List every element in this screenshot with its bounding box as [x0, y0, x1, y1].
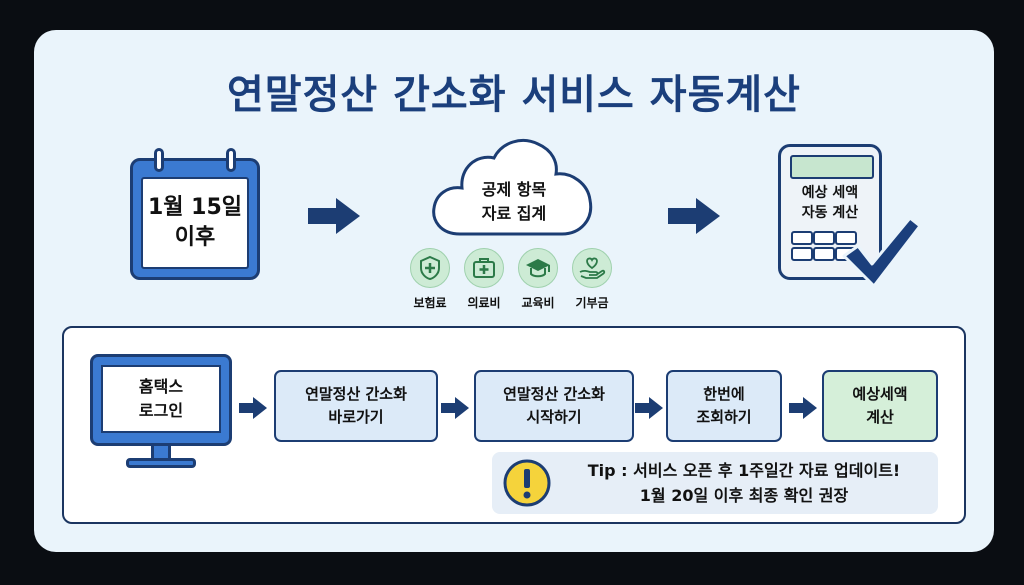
- monitor-icon: 홈택스 로그인: [90, 354, 232, 472]
- calculator-label-line2: 자동 계산: [801, 205, 859, 221]
- tip-line1: Tip : 서비스 오픈 후 1주일간 자료 업데이트!: [587, 461, 901, 480]
- calendar-ring-right: [226, 148, 236, 172]
- calendar-ring-left: [154, 148, 164, 172]
- monitor-neck: [151, 446, 171, 460]
- calculator-screen: [790, 155, 874, 179]
- monitor-screen: 홈택스 로그인: [101, 365, 221, 433]
- cloud-label-line2: 자료 집계: [481, 204, 547, 223]
- deduction-item: 기부금: [566, 248, 618, 311]
- step-line2: 시작하기: [526, 408, 582, 426]
- monitor-frame: 홈택스 로그인: [90, 354, 232, 446]
- page-title: 연말정산 간소화 서비스 자동계산: [227, 72, 801, 118]
- tip-line2: 1월 20일 이후 최종 확인 권장: [639, 486, 849, 505]
- calculator-key: [791, 231, 813, 245]
- step-box-final: 예상세액 계산: [822, 370, 938, 442]
- step-line2: 조회하기: [696, 408, 752, 426]
- step-box: 연말정산 간소화 시작하기: [474, 370, 634, 442]
- cloud-icon: 공제 항목 자료 집계: [430, 134, 598, 240]
- login-line1: 홈택스: [138, 377, 184, 396]
- deduction-item: 교육비: [512, 248, 564, 311]
- infographic-card: 연말정산 간소화 서비스 자동계산 1월 15일 이후 공제 항목 자료 집계: [34, 30, 994, 552]
- step-line2: 계산: [866, 408, 894, 426]
- tip-box: Tip : 서비스 오픈 후 1주일간 자료 업데이트! 1월 20일 이후 최…: [492, 452, 938, 514]
- arrow-right-icon: [668, 198, 720, 234]
- arrow-right-icon: [441, 397, 469, 419]
- calendar-icon: 1월 15일 이후: [130, 148, 260, 280]
- deduction-items: 보험료 의료비 교육비: [404, 248, 624, 312]
- calendar-body: 1월 15일 이후: [130, 158, 260, 280]
- heart-hand-icon: [572, 248, 612, 288]
- deduction-item-label: 교육비: [521, 296, 555, 310]
- step-line1: 연말정산 간소화: [503, 385, 605, 403]
- step-line1: 연말정산 간소화: [305, 385, 407, 403]
- shield-plus-icon: [410, 248, 450, 288]
- calculator-label-line1: 예상 세액: [801, 185, 859, 201]
- tip-text: Tip : 서비스 오픈 후 1주일간 자료 업데이트! 1월 20일 이후 최…: [558, 458, 930, 508]
- calculator-key: [813, 231, 835, 245]
- calendar-date-panel: 1월 15일 이후: [141, 177, 249, 269]
- checkmark-icon: [842, 216, 920, 288]
- calendar-date-text: 1월 15일: [147, 195, 243, 220]
- step-line2: 바로가기: [328, 408, 384, 426]
- deduction-item: 보험료: [404, 248, 456, 311]
- arrow-right-icon: [308, 198, 360, 234]
- calculator-key: [835, 231, 857, 245]
- calendar-after-text: 이후: [174, 225, 216, 250]
- step-line1: 한번에: [703, 385, 745, 403]
- deduction-item-label: 기부금: [575, 296, 609, 310]
- step-line1: 예상세액: [852, 385, 908, 403]
- monitor-base: [126, 458, 196, 468]
- calculator-key: [791, 247, 813, 261]
- cloud-label-line1: 공제 항목: [481, 180, 547, 199]
- arrow-right-icon: [635, 397, 663, 419]
- cloud-label: 공제 항목 자료 집계: [430, 178, 598, 226]
- calculator-key: [813, 247, 835, 261]
- arrow-right-icon: [789, 397, 817, 419]
- login-line2: 로그인: [138, 401, 184, 420]
- arrow-right-icon: [239, 397, 267, 419]
- deduction-item-label: 의료비: [467, 296, 501, 310]
- medical-kit-icon: [464, 248, 504, 288]
- warning-icon: [503, 459, 551, 507]
- graduation-cap-icon: [518, 248, 558, 288]
- step-box: 연말정산 간소화 바로가기: [274, 370, 438, 442]
- calculator-label: 예상 세액 자동 계산: [781, 183, 879, 223]
- deduction-item: 의료비: [458, 248, 510, 311]
- step-box: 한번에 조회하기: [666, 370, 782, 442]
- deduction-item-label: 보험료: [413, 296, 447, 310]
